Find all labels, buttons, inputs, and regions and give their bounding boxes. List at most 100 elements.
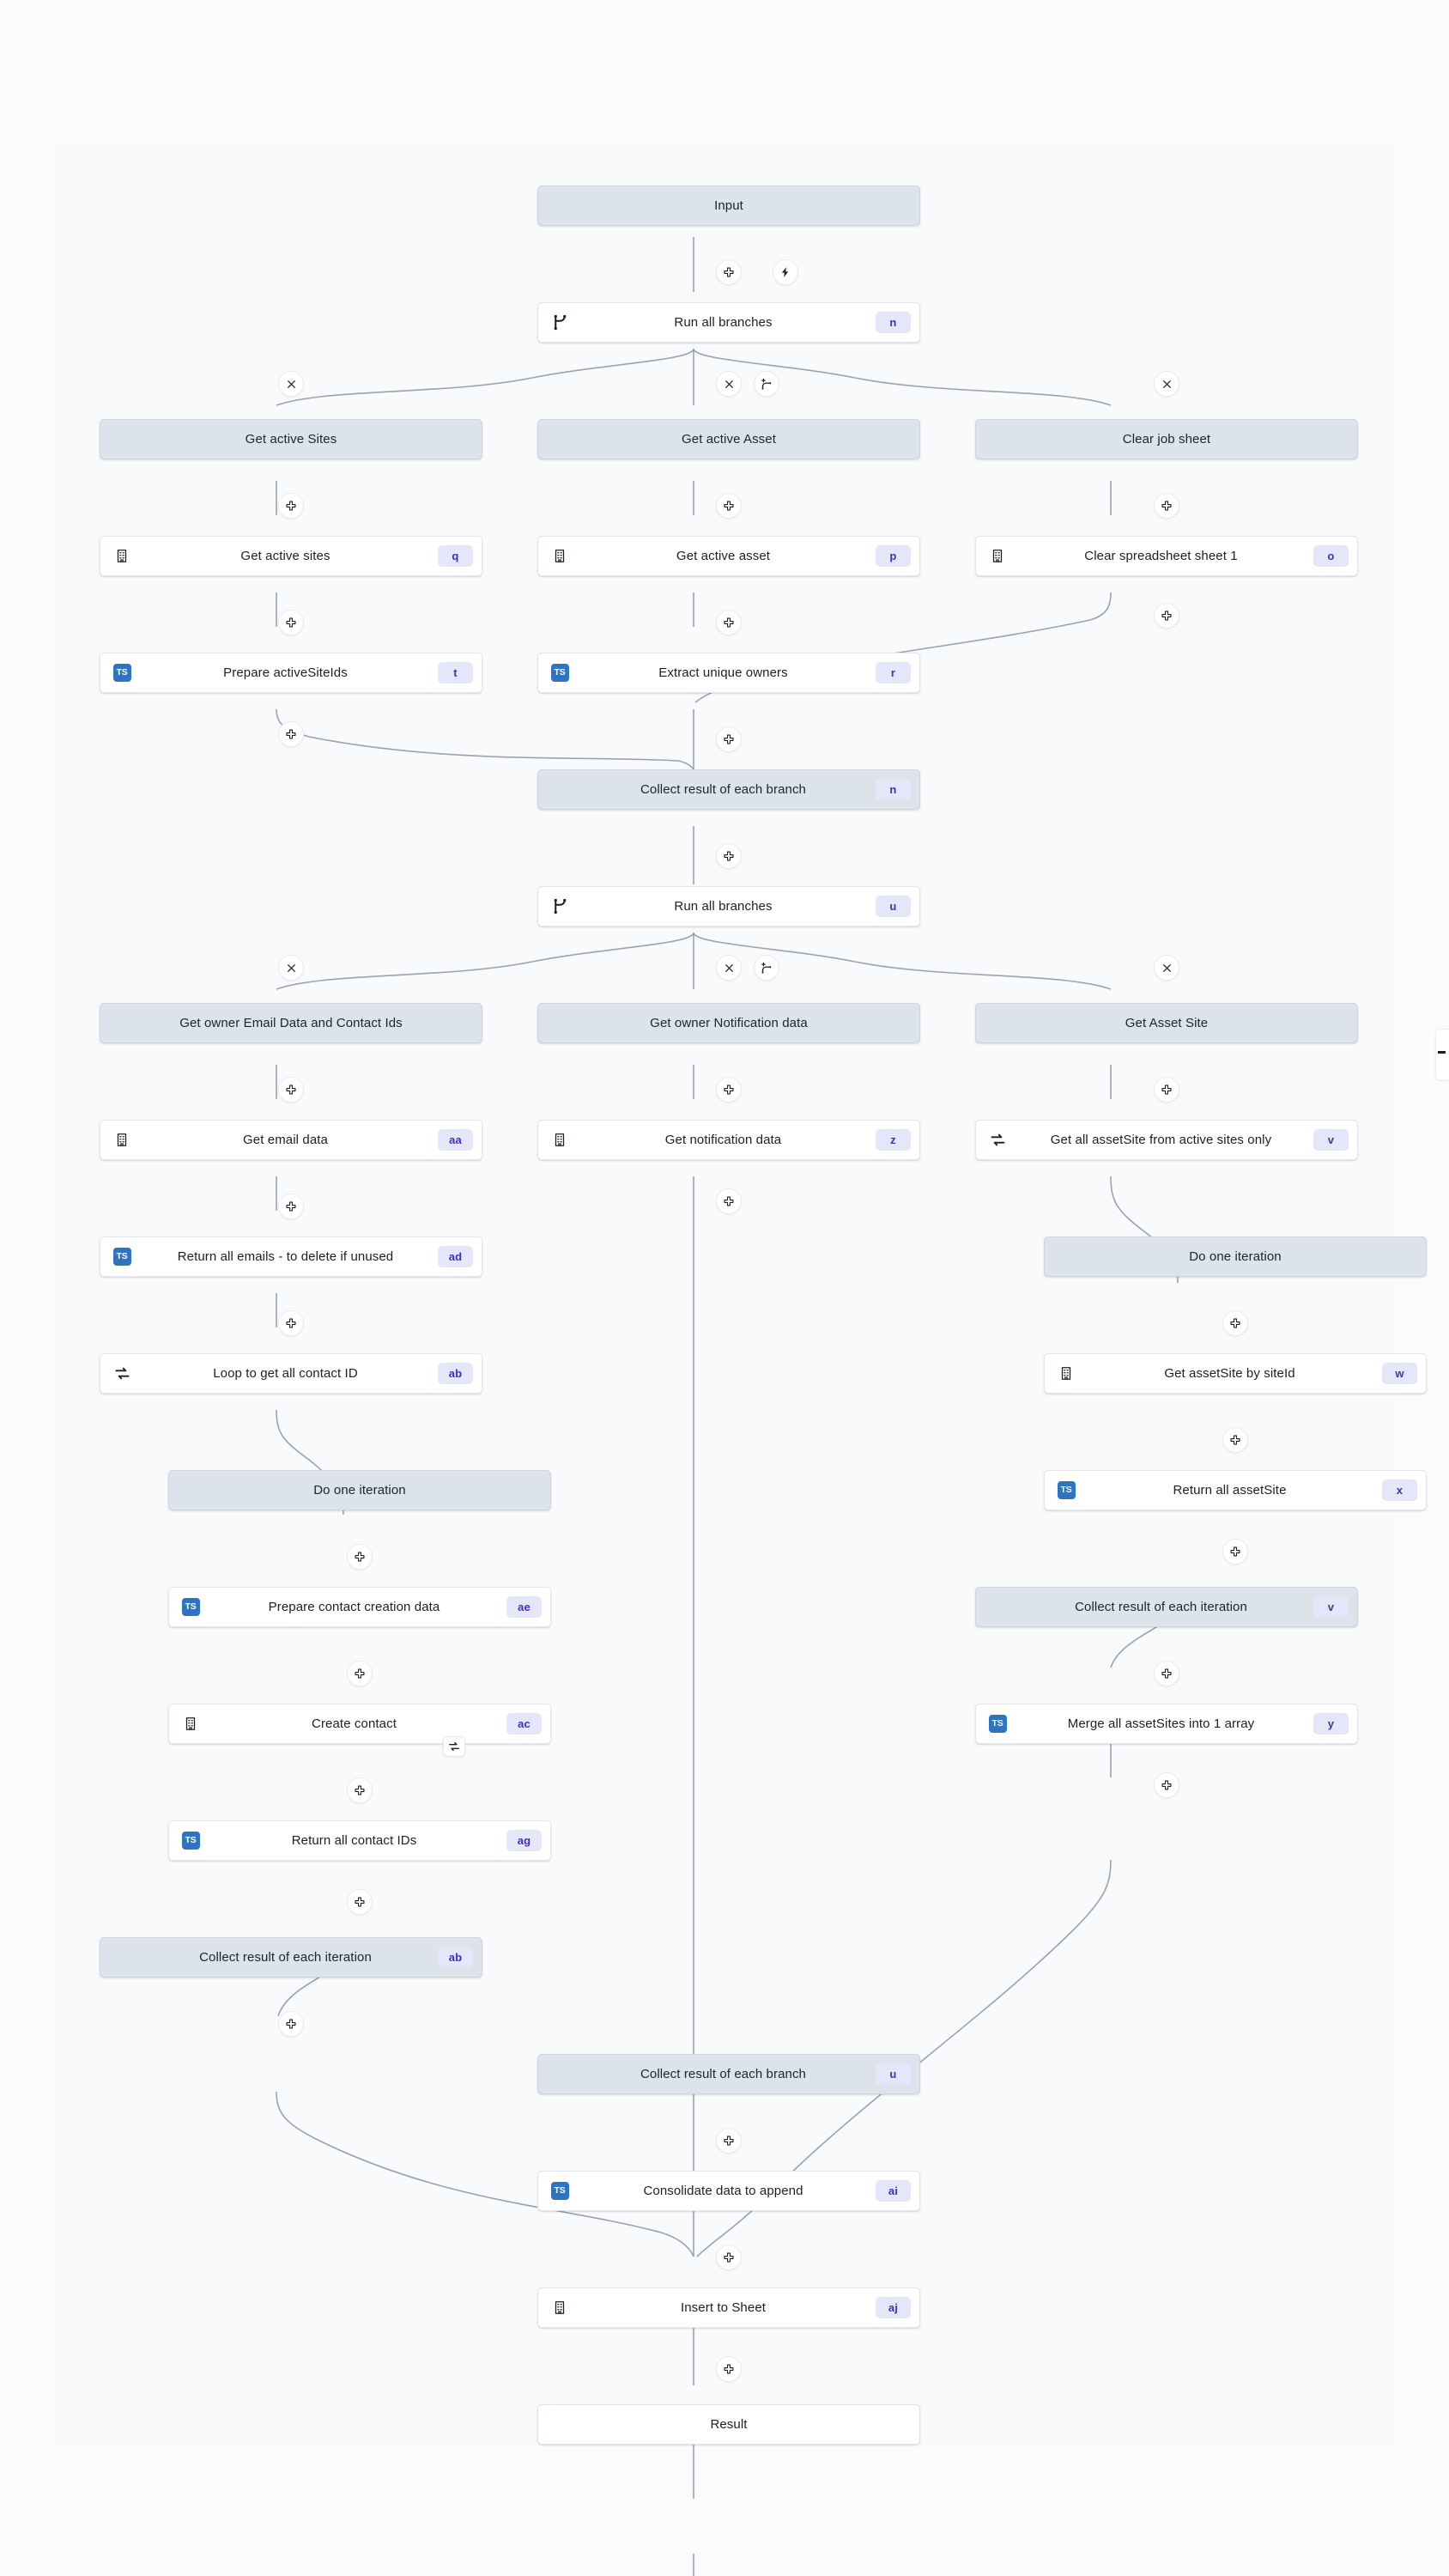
node-br_asset[interactable]: Get active Asset <box>537 419 920 459</box>
handle-plus-h-ret-plus[interactable] <box>278 1310 304 1336</box>
handle-plus-h-sites2-plus[interactable] <box>278 610 304 635</box>
node-key-badge[interactable]: ab <box>438 1363 473 1384</box>
handle-plus-h-collect1-plus[interactable] <box>716 843 742 869</box>
node-key-badge[interactable]: u <box>876 896 911 917</box>
handle-plus-h-asite-plus[interactable] <box>1154 1077 1179 1103</box>
clipped-panel-sliver[interactable] <box>1435 1029 1449 1080</box>
handle-plus-h-cons-plus[interactable] <box>716 2245 742 2270</box>
handle-plus-h-collv-plus[interactable] <box>1154 1661 1179 1686</box>
handle-plus-h-prep-plus[interactable] <box>278 721 304 747</box>
node-key-badge[interactable]: ac <box>506 1713 542 1735</box>
node-br_sites[interactable]: Get active Sites <box>100 419 482 459</box>
node-key-badge[interactable]: n <box>876 779 911 800</box>
handle-add-branch-h-run2-addbr[interactable] <box>754 955 779 981</box>
plus-icon <box>355 1785 365 1795</box>
handle-plus-h-iter1-plus[interactable] <box>1222 1310 1248 1336</box>
handle-plus-h-insert-plus[interactable] <box>716 2356 742 2382</box>
handle-plus-h-merge-plus[interactable] <box>1154 1772 1179 1798</box>
node-key-badge[interactable]: aa <box>438 1129 473 1151</box>
node-key-badge[interactable]: o <box>1313 545 1349 567</box>
node-key-badge[interactable]: ag <box>506 1830 542 1851</box>
node-key-badge[interactable]: ad <box>438 1246 473 1267</box>
node-key-badge[interactable]: w <box>1382 1363 1417 1384</box>
node-result[interactable]: Result <box>537 2404 920 2445</box>
handle-close-h-run1-close-l[interactable] <box>278 371 304 397</box>
node-key-badge[interactable]: u <box>876 2063 911 2085</box>
handle-lightning-h-input-bolt[interactable] <box>773 259 798 285</box>
handle-plus-h-createc-plus[interactable] <box>347 1777 373 1803</box>
handle-plus-h-getas-plus[interactable] <box>1222 1427 1248 1453</box>
handle-plus-h-sites-plus[interactable] <box>278 493 304 519</box>
node-get_assetsite[interactable]: Get all assetSite from active sites only… <box>975 1120 1358 1160</box>
node-iter_assets[interactable]: Do one iteration <box>1044 1236 1427 1277</box>
handle-plus-h-email-plus[interactable] <box>278 1077 304 1103</box>
node-key-badge[interactable]: n <box>876 312 911 333</box>
node-key-badge[interactable]: ae <box>506 1596 542 1618</box>
node-br_assetsite[interactable]: Get Asset Site <box>975 1003 1358 1043</box>
handle-plus-h-extract-plus[interactable] <box>716 726 742 752</box>
handle-plus-h-retc-plus[interactable] <box>347 1889 373 1915</box>
handle-add-branch-h-run1-addbr[interactable] <box>754 371 779 397</box>
node-key-badge[interactable]: r <box>876 662 911 683</box>
node-key-badge[interactable]: v <box>1313 1129 1349 1151</box>
handle-plus-h-clear-plus[interactable] <box>1154 603 1179 629</box>
handle-plus-h-collb2-plus[interactable] <box>716 2128 742 2154</box>
node-iter_contact[interactable]: Do one iteration <box>168 1470 551 1510</box>
node-key-badge[interactable]: y <box>1313 1713 1349 1735</box>
node-key-badge[interactable]: z <box>876 1129 911 1151</box>
handle-plus-h-iterc-plus[interactable] <box>347 1544 373 1570</box>
handle-plus-h-input-run[interactable] <box>716 259 742 285</box>
handle-plus-h-asset2-plus[interactable] <box>716 610 742 635</box>
handle-plus-h-retas-plus[interactable] <box>1222 1539 1248 1564</box>
handle-close-h-run2-close-r[interactable] <box>1154 955 1179 981</box>
node-key-badge[interactable]: v <box>1313 1596 1349 1618</box>
handle-close-h-run1-close-r[interactable] <box>1154 371 1179 397</box>
handle-plus-h-asset-plus[interactable] <box>716 493 742 519</box>
create-contact-retry-badge[interactable] <box>443 1736 465 1757</box>
node-key-badge[interactable]: ai <box>876 2180 911 2202</box>
node-key-badge[interactable]: q <box>438 545 473 567</box>
node-br_jobsheet[interactable]: Clear job sheet <box>975 419 1358 459</box>
node-key-badge[interactable]: p <box>876 545 911 567</box>
node-key-badge[interactable]: t <box>438 662 473 683</box>
handle-plus-h-job-plus[interactable] <box>1154 493 1179 519</box>
handle-plus-h-email2-plus[interactable] <box>278 1194 304 1219</box>
node-br_email[interactable]: Get owner Email Data and Contact Ids <box>100 1003 482 1043</box>
handle-plus-h-notif-plus[interactable] <box>716 1077 742 1103</box>
handle-plus-h-collab-plus[interactable] <box>278 2011 304 2037</box>
handle-plus-h-prepc-plus[interactable] <box>347 1661 373 1686</box>
handle-close-h-run1-close-c[interactable] <box>716 371 742 397</box>
node-input[interactable]: Input <box>537 185 920 226</box>
handle-close-h-run2-close-c[interactable] <box>716 955 742 981</box>
handle-close-h-run2-close-l[interactable] <box>278 955 304 981</box>
handle-plus-h-notif2-plus[interactable] <box>716 1188 742 1214</box>
node-key-badge[interactable]: aj <box>876 2297 911 2318</box>
node-key-badge[interactable]: x <box>1382 1479 1417 1501</box>
node-br_notif[interactable]: Get owner Notification data <box>537 1003 920 1043</box>
node-key-badge[interactable]: ab <box>438 1947 473 1968</box>
